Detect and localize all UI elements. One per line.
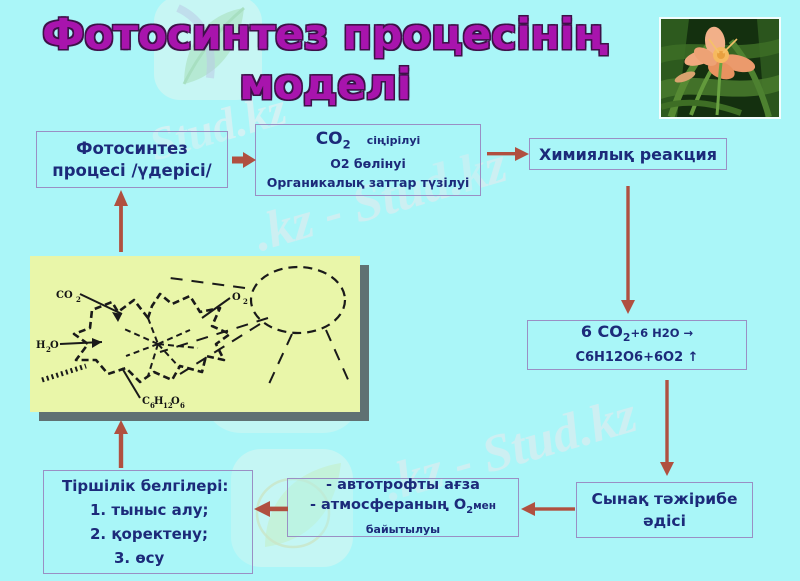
box-experiment-line2: әдісі xyxy=(643,512,686,530)
box-gas-exchange-line3: Органикалық заттар түзілуі xyxy=(266,175,470,191)
svg-text:H: H xyxy=(154,396,163,407)
box-photosynthesis-process[interactable]: Фотосинтез процесі /үдерісі/ xyxy=(36,131,228,188)
arrow-diagram-to-photosynthesis xyxy=(113,190,129,252)
box-photosynthesis-line1: Фотосинтез xyxy=(76,138,188,158)
co2-formula-text: CO xyxy=(315,128,343,149)
svg-text:H: H xyxy=(36,340,45,351)
box-life-signs[interactable]: Тіршілік белгілері: 1. тыныс алу; 2. қор… xyxy=(43,470,253,574)
svg-text:12: 12 xyxy=(163,401,173,410)
atmosphere-o2-text: - атмосфераның O xyxy=(309,496,467,513)
box-chemical-reaction-label: Химиялық реакция xyxy=(538,144,718,164)
svg-text:O: O xyxy=(232,292,241,303)
box-life-signs-item-2: 2. қоректену; xyxy=(90,525,208,543)
arrow-autotroph-to-life-signs xyxy=(254,501,288,517)
equation-line2-products: C6H12O6+6O2 ↑ xyxy=(575,350,699,366)
arrow-chemical-reaction-to-equation xyxy=(620,186,636,314)
box-experiment-method[interactable]: Сынақ тәжірибе әдісі xyxy=(576,482,753,538)
box-autotroph-results[interactable]: - автотрофты ағза - атмосфераның O2мен б… xyxy=(287,476,519,537)
svg-text:O: O xyxy=(171,396,180,407)
arrow-experiment-to-autotroph xyxy=(521,501,575,517)
box-chemical-reaction[interactable]: Химиялық реакция xyxy=(529,138,727,170)
box-autotroph-line1: - автотрофты ағза xyxy=(326,476,480,493)
box-gas-exchange-line1: CO2 сіңірілуі xyxy=(315,128,421,154)
box-experiment-line1: Сынақ тәжірибе xyxy=(591,490,738,508)
svg-text:2: 2 xyxy=(76,295,81,304)
equation-line1: 6 CO2+6 H2O → xyxy=(581,322,693,348)
arrow-life-signs-to-diagram xyxy=(113,420,129,468)
box-life-signs-heading: Тіршілік белгілері: xyxy=(62,477,229,495)
daylily-flower-photo xyxy=(659,17,781,119)
arrow-equation-to-experiment xyxy=(659,380,675,476)
page-title-line2: моделі xyxy=(239,60,411,110)
svg-text:O: O xyxy=(50,340,59,351)
svg-text:6: 6 xyxy=(180,401,185,410)
arrow-gas-exchange-to-chemical-reaction xyxy=(487,146,529,162)
equation-reactant-water: +6 H2O → xyxy=(630,325,694,340)
box-gas-exchange[interactable]: CO2 сіңірілуі O2 бөлінуі Органикалық затт… xyxy=(255,124,481,196)
co2-absorption-note: сіңірілуі xyxy=(366,133,421,147)
svg-text:2: 2 xyxy=(46,345,51,354)
svg-text:2: 2 xyxy=(243,297,248,306)
svg-text:CO: CO xyxy=(56,290,73,301)
arrow-photosynthesis-to-gas-exchange xyxy=(232,152,256,168)
page-title: Фотосинтез процесінің моделі xyxy=(0,10,650,110)
equation-co2-subscript: 2 xyxy=(622,331,631,345)
atmosphere-o2-suffix: мен xyxy=(473,499,497,512)
co2-subscript: 2 xyxy=(342,137,351,152)
svg-text:6: 6 xyxy=(150,401,155,410)
box-photosynthesis-line2: процесі /үдерісі/ xyxy=(52,160,212,180)
box-gas-exchange-line2: O2 бөлінуі xyxy=(330,156,406,172)
equation-reactant-co2: 6 CO xyxy=(580,321,623,341)
box-autotroph-line3: байытылуы xyxy=(365,523,441,537)
box-photosynthesis-equation[interactable]: 6 CO2+6 H2O → C6H12O6+6O2 ↑ xyxy=(527,320,747,370)
box-life-signs-item-3: 3. өсу xyxy=(114,549,165,567)
atmosphere-o2-subscript: 2 xyxy=(466,504,474,516)
box-life-signs-item-1: 1. тыныс алу; xyxy=(90,501,209,519)
box-autotroph-line2: - атмосфераның O2мен xyxy=(310,495,496,521)
svg-text:C: C xyxy=(142,396,150,407)
page-title-line1: Фотосинтез процесінің xyxy=(42,10,609,60)
